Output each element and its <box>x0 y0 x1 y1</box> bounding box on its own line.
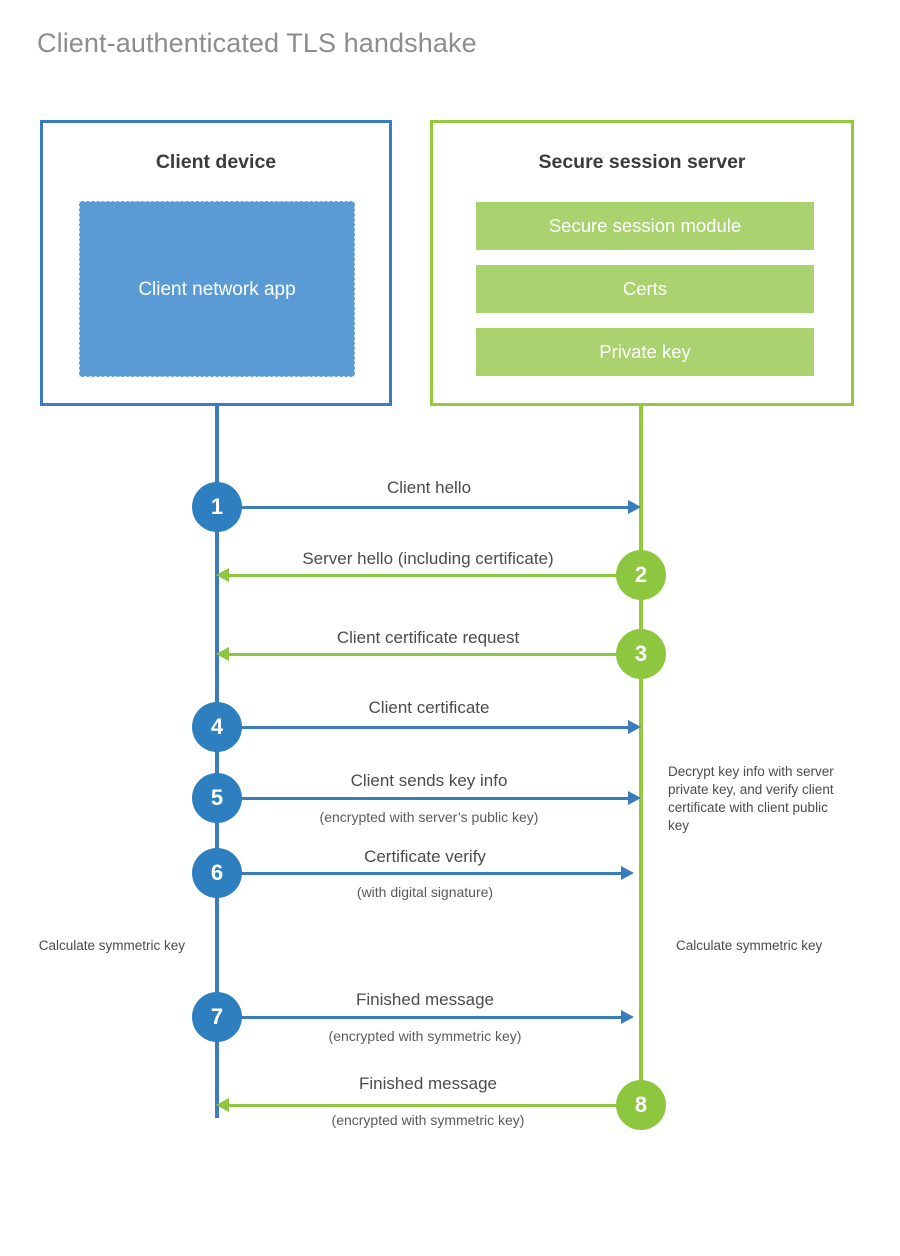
step-8-arrow-line <box>222 1104 641 1107</box>
server-component-label: Certs <box>622 278 668 299</box>
step-6-sublabel: (with digital signature) <box>356 884 494 900</box>
client-device-title: Client device <box>155 151 277 173</box>
step-3-arrow-line <box>222 653 641 656</box>
secure-session-server-box: Secure session server Secure session mod… <box>430 120 854 406</box>
step-8-arrow-head-icon <box>216 1098 229 1112</box>
step-5-arrow-head-icon <box>628 791 641 805</box>
step-8-label: Finished message <box>359 1074 497 1093</box>
step-7-arrow-line <box>217 1016 623 1019</box>
step-7-arrow-head-icon <box>621 1010 634 1024</box>
step-3-circle[interactable]: 3 <box>616 629 666 679</box>
step-7-circle[interactable]: 7 <box>192 992 242 1042</box>
note-decrypt-key-info: Decrypt key info with server private key… <box>668 764 834 833</box>
step-7-label: Finished message <box>356 990 494 1009</box>
step-4-label: Client certificate <box>368 698 490 717</box>
step-5-sublabel: (encrypted with server’s public key) <box>319 809 539 825</box>
step-1-arrow-head-icon <box>628 500 641 514</box>
step-2-label: Server hello (including certificate) <box>302 549 554 568</box>
step-1-label: Client hello <box>386 478 472 497</box>
step-6-circle[interactable]: 6 <box>192 848 242 898</box>
server-component-private-key: Private key <box>476 328 814 376</box>
server-component-certs: Certs <box>476 265 814 313</box>
step-4-arrow-line <box>217 726 631 729</box>
step-8-circle[interactable]: 8 <box>616 1080 666 1130</box>
step-6-label: Certificate verify <box>364 847 486 866</box>
client-network-app-block: Client network app <box>79 201 355 377</box>
step-1-circle[interactable]: 1 <box>192 482 242 532</box>
step-1-arrow-line <box>217 506 631 509</box>
client-device-box: Client device Client network app <box>40 120 392 406</box>
step-7-sublabel: (encrypted with symmetric key) <box>328 1028 522 1044</box>
page-title: Client-authenticated TLS handshake <box>37 28 477 58</box>
step-5-label: Client sends key info <box>350 771 508 790</box>
step-6-arrow-head-icon <box>621 866 634 880</box>
step-8-sublabel: (encrypted with symmetric key) <box>331 1112 525 1128</box>
step-3-label: Client certificate request <box>336 628 520 647</box>
secure-session-server-title: Secure session server <box>538 151 746 173</box>
step-2-arrow-line <box>222 574 641 577</box>
step-2-circle[interactable]: 2 <box>616 550 666 600</box>
server-component-label: Secure session module <box>548 215 742 236</box>
note-calculate-symmetric-key-server: Calculate symmetric key <box>676 938 823 953</box>
step-5-arrow-line <box>217 797 631 800</box>
client-network-app-label: Client network app <box>138 278 296 300</box>
step-6-arrow-line <box>217 872 623 875</box>
step-2-arrow-head-icon <box>216 568 229 582</box>
step-4-arrow-head-icon <box>628 720 641 734</box>
step-3-arrow-head-icon <box>216 647 229 661</box>
step-4-circle[interactable]: 4 <box>192 702 242 752</box>
client-lifeline <box>215 406 219 1118</box>
server-component-label: Private key <box>599 341 691 362</box>
server-lifeline <box>639 406 643 1105</box>
step-5-circle[interactable]: 5 <box>192 773 242 823</box>
note-calculate-symmetric-key-client: Calculate symmetric key <box>38 938 185 953</box>
server-component-secure-session-module: Secure session module <box>476 202 814 250</box>
